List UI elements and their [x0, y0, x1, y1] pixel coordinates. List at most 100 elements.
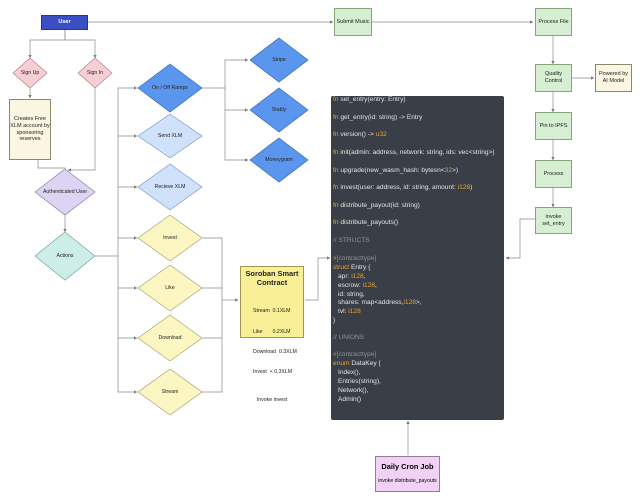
process-node: Process [535, 160, 572, 188]
moneygram-diamond [249, 137, 309, 183]
fn-keyword: fn [333, 131, 339, 138]
structs-comment: // STRUCTS [333, 237, 370, 244]
stably-label: Stably [271, 106, 287, 113]
actions-diamond [34, 231, 96, 281]
struct-close: } [333, 317, 336, 324]
process-file-node: Process File [535, 8, 572, 36]
cron-subtitle: invoke distribute_payouts [378, 478, 437, 484]
submit-music-node: Submit Music [334, 8, 372, 36]
enum-keyword: enum [333, 360, 350, 367]
stream-label: Stream [161, 388, 179, 395]
soroban-price-list: Stream 0.1XLM Like 0.2XLM Download 0.3XL… [241, 295, 303, 390]
submit-music-label: Submit Music [336, 18, 370, 25]
fn-keyword: fn [333, 219, 339, 226]
pin-to-ipfs-node: Pin to IPFS [535, 112, 572, 140]
quality-control-label: Quality Control [544, 71, 563, 84]
download-diamond [137, 314, 203, 362]
fn-keyword: fn [333, 167, 339, 174]
recieve-xlm-diamond [137, 163, 203, 211]
soroban-title: Soroban Smart Contract [245, 269, 299, 287]
variant-admin: Admin() [338, 396, 362, 403]
code-line-distribute-payout: fn distribute_payout(id: string) [333, 202, 420, 209]
sign-in-diamond [77, 57, 113, 89]
powered-by-ai-label: Powered by AI Model [598, 71, 629, 84]
stripe-label: Stripe [272, 56, 286, 63]
get-entry-sig: get_entry(id: string) -> Entry [338, 114, 423, 121]
creates-free-label: Creates Free XLM account by sponsoring r… [10, 115, 50, 143]
struct-keyword: struct [333, 264, 350, 271]
code-line-distribute-payouts: fn distribute_payouts() [333, 219, 398, 226]
struct-entry-line: struct Entry { [333, 264, 370, 271]
invest-sig: invest(user: address, id: string, amount… [338, 184, 458, 191]
sign-in-label: Sign In [86, 69, 104, 76]
enum-name: DataKey { [349, 360, 381, 367]
invoke-set-entry-label: invoke set_entry [542, 213, 565, 227]
code-line-upgrade: fn upgrade(new_wasm_hash: bytesn<32>) [333, 167, 458, 174]
like-diamond [137, 264, 203, 312]
quality-control-node: Quality Control [535, 64, 572, 92]
stream-diamond [137, 368, 203, 416]
init-sig: init(admin: address, network: string, id… [338, 149, 495, 156]
invest-type: i128 [457, 184, 471, 191]
unions-comment: // UNIONS [333, 334, 365, 341]
download-label: Download [158, 334, 182, 341]
field-apr: apr: i128, [338, 273, 366, 280]
process-label: Process [543, 170, 564, 177]
price-invest: Invest < 0.3XLM [253, 369, 293, 375]
sign-up-diamond [12, 57, 48, 89]
actions-label: Actions [56, 252, 74, 259]
fn-keyword: fn [333, 149, 339, 156]
user-label: User [58, 19, 71, 26]
code-line-invest: fn invest(user: address, id: string, amo… [333, 184, 472, 191]
soroban-contract-node: Soroban Smart Contract Stream 0.1XLM Lik… [240, 266, 304, 403]
upgrade-close: >) [451, 167, 459, 174]
sign-up-label: Sign Up [20, 69, 40, 76]
stripe-diamond [249, 37, 309, 83]
variant-network: Network(), [338, 387, 369, 394]
code-line-get-entry: fn get_entry(id: string) -> Entry [333, 114, 422, 121]
price-like: Like 0.2XLM [253, 328, 291, 335]
send-xlm-label: Send XLM [157, 132, 183, 139]
contract-code-panel: fn set_entry(entry: Entry) fn get_entry(… [331, 96, 504, 420]
fn-keyword: fn [333, 114, 339, 121]
field-shares: shares: map<address,i128>, [338, 299, 422, 306]
fn-keyword: fn [333, 202, 339, 209]
user-node: User [41, 15, 88, 30]
field-tvl: tvl: i128 [338, 308, 361, 315]
invest-diamond [137, 214, 203, 262]
enum-attribute: #[contracttype] [333, 351, 377, 358]
distribute-payout-sig: distribute_payout(id: string) [338, 202, 420, 209]
code-line-version: fn version() -> u32 [333, 131, 387, 138]
field-id: id: string, [338, 291, 365, 298]
price-download: Download 0.3XLM [253, 348, 297, 355]
authenticated-user-label: Authenticated User [42, 188, 88, 195]
set-entry-sig: set_entry(entry: Entry) [338, 96, 406, 103]
field-escrow: escrow: i128, [338, 282, 377, 289]
code-line-set-entry: fn set_entry(entry: Entry) [333, 96, 406, 103]
invest-label: Invest [163, 234, 177, 241]
like-label: Like [165, 284, 175, 291]
code-line-init: fn init(admin: address, network: string,… [333, 149, 495, 156]
on-off-ramps-diamond [137, 63, 203, 113]
struct-attribute: #[contracttype] [333, 255, 377, 262]
moneygram-label: Moneygram [265, 156, 293, 163]
variant-index: Index(), [338, 369, 361, 376]
variant-entries: Entries(string), [338, 378, 381, 385]
authenticated-user-diamond [34, 168, 96, 216]
version-sig: version() -> [338, 131, 376, 138]
invoke-set-entry-node: invoke set_entry [535, 207, 572, 234]
enum-datakey-line: enum DataKey { [333, 360, 381, 367]
daily-cron-job-node: Daily Cron Job invoke distribute_payouts [375, 456, 440, 492]
on-off-ramps-label: On / Off Ramps [152, 84, 188, 91]
upgrade-sig: upgrade(new_wasm_hash: bytesn< [338, 167, 445, 174]
process-file-label: Process File [538, 18, 569, 25]
cron-title: Daily Cron Job [381, 462, 434, 471]
invest-close: ) [470, 184, 473, 191]
pin-to-ipfs-label: Pin to IPFS [539, 122, 568, 129]
version-type: u32 [375, 131, 387, 138]
creates-free-account-node: Creates Free XLM account by sponsoring r… [9, 99, 51, 160]
soroban-footer: Invoke invest [256, 397, 288, 404]
upgrade-size: 32 [444, 167, 452, 174]
price-stream: Stream 0.1XLM [253, 308, 291, 315]
powered-by-ai-node: Powered by AI Model [595, 64, 632, 92]
